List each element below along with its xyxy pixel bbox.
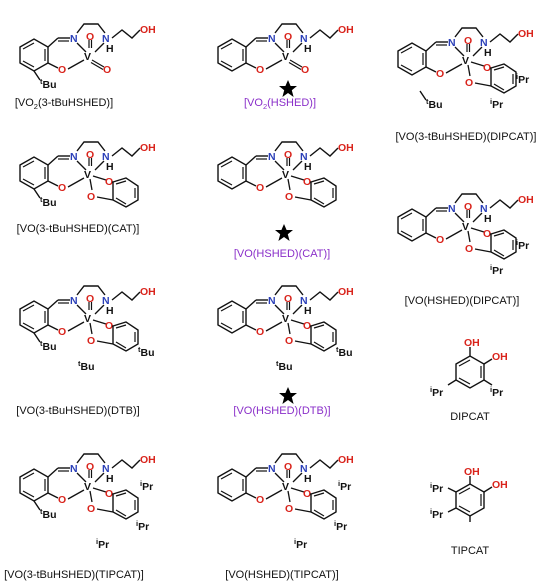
compound-c1 (19, 23, 157, 92)
svg-text:OH: OH (492, 479, 508, 491)
star-marker-c5 (275, 224, 293, 241)
label-c1: [VO2(3-tBuHSHED)] (15, 97, 113, 111)
compound-c8: tBu tBu (217, 285, 355, 373)
label-c10: [VO(3-tBuHSHED)(TIPCAT)] (4, 569, 144, 581)
compound-c12: OH OH (430, 466, 508, 522)
label-c12: TIPCAT (451, 545, 490, 557)
svg-text:tBu: tBu (336, 345, 353, 359)
compound-c11 (217, 453, 355, 551)
compound-c6 (397, 193, 535, 277)
compound-c5 (217, 141, 355, 208)
label-c7: [VO(3-tBuHSHED)(DTB)] (16, 405, 139, 417)
compound-c2 (217, 23, 355, 77)
svg-text:OH: OH (464, 466, 480, 478)
svg-text:tBu: tBu (138, 345, 155, 359)
label-c11: [VO(HSHED)(TIPCAT)] (225, 569, 338, 581)
compound-c4 (19, 141, 157, 210)
svg-text:OH: OH (492, 351, 508, 363)
svg-text:tBu: tBu (78, 359, 95, 373)
label-c2: [VO2(HSHED)] (244, 97, 316, 111)
compound-c9: OH OH (430, 337, 508, 399)
star-marker-c8 (279, 387, 297, 404)
svg-text:OH: OH (464, 337, 480, 349)
label-c3: [VO(3-tBuHSHED)(DIPCAT)] (396, 131, 537, 143)
label-c5: [VO(HSHED)(CAT)] (234, 248, 330, 260)
label-c6: [VO(HSHED)(DIPCAT)] (405, 295, 520, 307)
compound-c7: tBu tBu (19, 285, 157, 373)
label-c9: DIPCAT (450, 411, 490, 423)
compound-c10 (19, 453, 157, 551)
label-c4: [VO(3-tBuHSHED)(CAT)] (17, 223, 140, 235)
star-marker-c2 (279, 80, 297, 97)
svg-text:tBu: tBu (276, 359, 293, 373)
label-c8: [VO(HSHED)(DTB)] (233, 405, 330, 417)
compound-c3 (397, 27, 535, 112)
